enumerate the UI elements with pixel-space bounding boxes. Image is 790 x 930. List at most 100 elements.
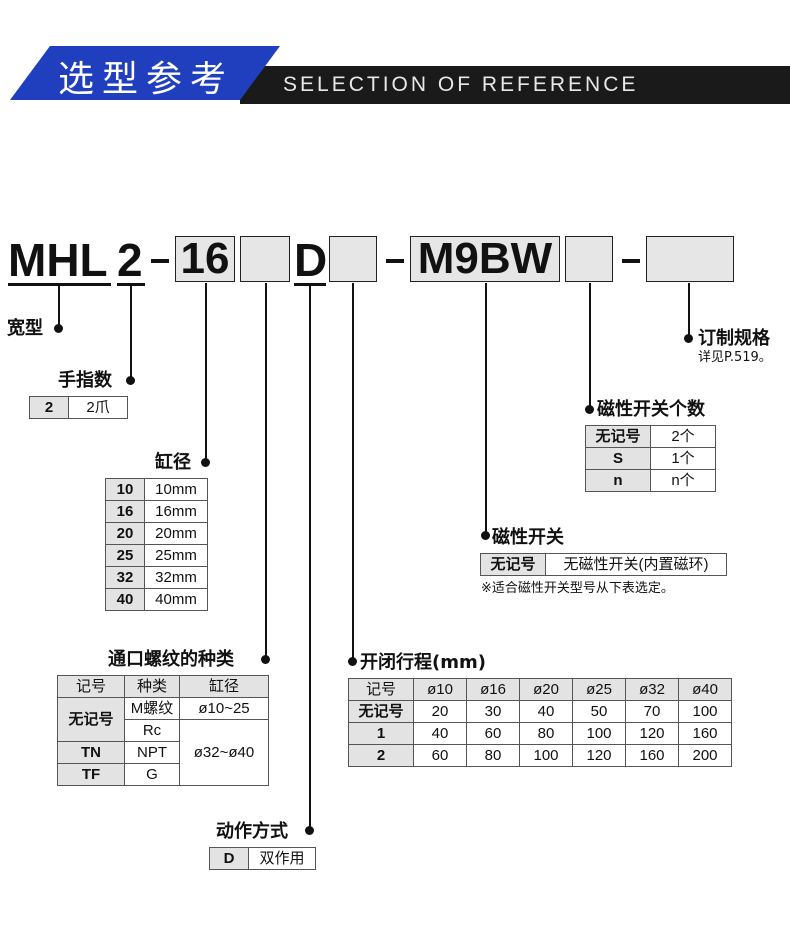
bore-code: 25 (105, 544, 145, 567)
bore-code: 20 (105, 522, 145, 545)
stroke-cell: 60 (413, 744, 467, 767)
action-code: D (209, 847, 249, 870)
order-label: 订制规格 (698, 328, 770, 349)
header-title-block (10, 46, 280, 100)
code-stroke-box (329, 236, 377, 282)
code-switch-box: M9BW (410, 236, 560, 282)
code-bore-box: 16 (175, 236, 235, 282)
switch-label: 磁性开关 (492, 527, 564, 548)
connector-port (265, 283, 267, 659)
connector-dot (348, 657, 357, 666)
table-row: Rc ø32~ø40 (58, 719, 269, 786)
stroke-cell: 30 (466, 700, 520, 723)
connector-dot (201, 458, 210, 467)
code-prefix-underline (8, 283, 111, 286)
table-row: 无记号 20 30 40 50 70 100 (348, 700, 732, 723)
page-subtitle: SELECTION OF REFERENCE (283, 73, 639, 96)
code-port-box (240, 236, 290, 282)
port-code: TN (57, 741, 125, 764)
stroke-cell: 80 (466, 744, 520, 767)
stroke-code: 2 (348, 744, 414, 767)
count-code: n (585, 469, 651, 492)
bore-code: 16 (105, 500, 145, 523)
table-row: 无记号 M螺纹 ø10~25 (57, 697, 269, 742)
code-action-underline (294, 283, 326, 286)
stroke-cell: 160 (625, 744, 679, 767)
stroke-cell: 100 (519, 744, 573, 767)
switch-count-label: 磁性开关个数 (597, 399, 705, 420)
fingers-label: 手指数 (58, 370, 112, 391)
bore-label: 缸径 (155, 452, 191, 473)
port-table: 记号 种类 缸径 无记号 M螺纹 ø10~25 Rc ø32~ø40 TN NP… (57, 675, 269, 786)
bore-desc: 25mm (144, 544, 208, 567)
finger-code: 2 (29, 396, 69, 419)
port-code: TF (57, 763, 125, 786)
table-header-row: 记号 种类 缸径 (57, 675, 269, 698)
connector-switch-count (589, 283, 591, 409)
stroke-header: ø40 (678, 678, 732, 701)
table-header-row: 记号 ø10 ø16 ø20 ø25 ø32 ø40 (348, 678, 732, 701)
port-type: M螺纹 (124, 697, 180, 720)
stroke-cell: 20 (413, 700, 467, 723)
count-desc: n个 (650, 469, 716, 492)
stroke-header: ø25 (572, 678, 626, 701)
table-row: 2 2爪 (29, 396, 128, 419)
stroke-cell: 160 (678, 722, 732, 745)
wide-label: 宽型 (7, 318, 43, 339)
header-bar (240, 66, 790, 104)
code-digit-underline (117, 283, 145, 286)
connector-action (309, 286, 311, 830)
stroke-code: 1 (348, 722, 414, 745)
code-dash (386, 259, 404, 263)
table-row: 无记号 无磁性开关(内置磁环) (480, 553, 727, 576)
stroke-cell: 70 (625, 700, 679, 723)
stroke-code: 无记号 (348, 700, 414, 723)
switch-table: 无记号 无磁性开关(内置磁环) (480, 553, 727, 576)
stroke-cell: 200 (678, 744, 732, 767)
stroke-table: 记号 ø10 ø16 ø20 ø25 ø32 ø40 无记号 20 30 40 … (348, 678, 732, 767)
port-bore: ø10~25 (179, 697, 269, 720)
code-dash (151, 259, 169, 263)
stroke-cell: 120 (572, 744, 626, 767)
connector-dot (261, 655, 270, 664)
connector-switch (485, 283, 487, 535)
action-label: 动作方式 (216, 821, 288, 842)
stroke-cell: 40 (413, 722, 467, 745)
code-order-box (646, 236, 734, 282)
stroke-cell: 100 (572, 722, 626, 745)
connector-bore (205, 283, 207, 463)
stroke-header: 记号 (348, 678, 414, 701)
action-table: D 双作用 (209, 847, 316, 870)
stroke-cell: 100 (678, 700, 732, 723)
bore-desc: 20mm (144, 522, 208, 545)
stroke-header: ø16 (466, 678, 520, 701)
code-action: D (294, 234, 328, 286)
code-prefix: MHL (8, 234, 108, 286)
stroke-header: ø20 (519, 678, 573, 701)
code-dash (622, 259, 640, 263)
port-code: 无记号 (57, 697, 125, 742)
connector-dot (305, 826, 314, 835)
connector-dot (54, 324, 63, 333)
bore-desc: 10mm (144, 478, 208, 501)
fingers-table: 2 2爪 (29, 396, 128, 419)
connector-dot (585, 405, 594, 414)
action-desc: 双作用 (248, 847, 316, 870)
port-bore: ø32~ø40 (179, 719, 269, 786)
bore-code: 32 (105, 566, 145, 589)
port-type: Rc (124, 719, 180, 742)
table-row: D 双作用 (209, 847, 316, 870)
count-code: S (585, 447, 651, 470)
table-row: 1 40 60 80 100 120 160 (348, 722, 732, 745)
page-title: 选型参考 (58, 59, 235, 100)
stroke-header: ø32 (625, 678, 679, 701)
bore-desc: 40mm (144, 588, 208, 611)
port-header: 缸径 (179, 675, 269, 698)
bore-desc: 16mm (144, 500, 208, 523)
